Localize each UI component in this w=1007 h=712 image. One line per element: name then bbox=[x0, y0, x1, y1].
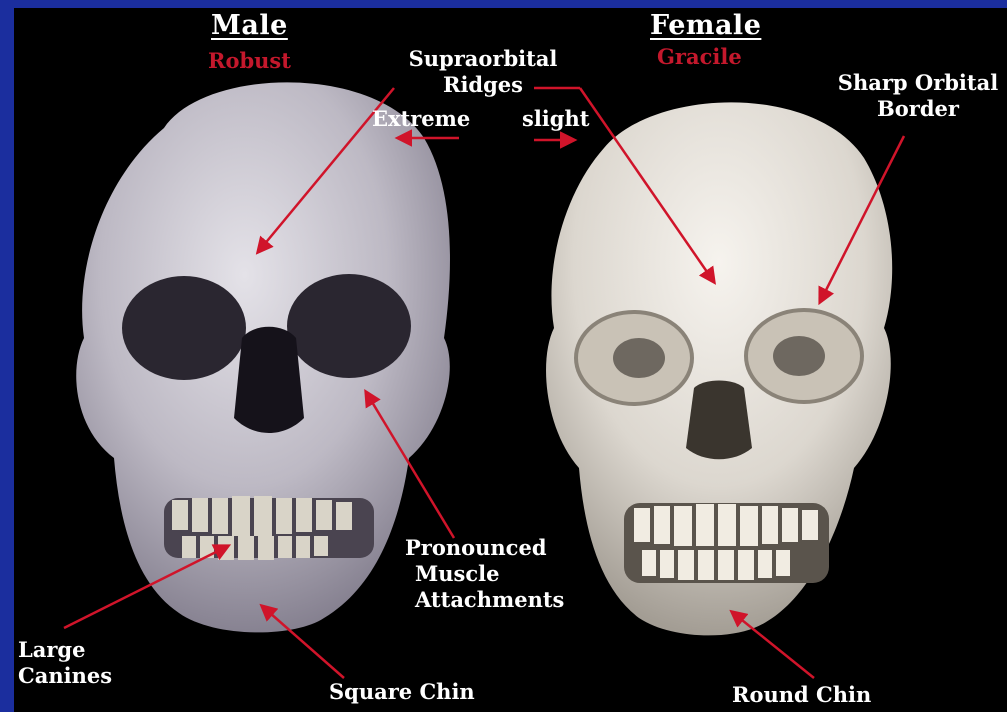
pronounced-muscle-attachments-label: Pronounced Muscle Attachments bbox=[405, 535, 564, 613]
female-title: Female bbox=[650, 10, 761, 41]
large-canines-line-1: Large bbox=[18, 637, 112, 663]
sharp-orbital-line-1: Sharp Orbital bbox=[830, 70, 1006, 96]
round-chin-label: Round Chin bbox=[732, 682, 871, 708]
pronounced-line-1: Pronounced bbox=[405, 535, 564, 561]
slight-label: slight bbox=[522, 106, 589, 132]
square-chin-label: Square Chin bbox=[329, 679, 475, 705]
supraorbital-line-2: Ridges bbox=[398, 72, 568, 98]
male-skull bbox=[76, 82, 450, 632]
large-canines-label: Large Canines bbox=[18, 637, 112, 689]
pronounced-line-3: Attachments bbox=[405, 587, 564, 613]
pronounced-line-2: Muscle bbox=[405, 561, 564, 587]
slide-stage: Male Robust Female Gracile Supraorbital … bbox=[14, 8, 1007, 712]
supraorbital-ridges-label: Supraorbital Ridges bbox=[398, 46, 568, 98]
extreme-label: Extreme bbox=[372, 106, 470, 132]
sharp-orbital-border-label: Sharp Orbital Border bbox=[830, 70, 1006, 122]
sharp-orbital-line-2: Border bbox=[830, 96, 1006, 122]
female-subtitle: Gracile bbox=[657, 44, 742, 69]
male-title: Male bbox=[211, 10, 288, 41]
large-canines-line-2: Canines bbox=[18, 663, 112, 689]
female-skull bbox=[546, 102, 892, 635]
male-subtitle: Robust bbox=[208, 48, 291, 73]
supraorbital-line-1: Supraorbital bbox=[398, 46, 568, 72]
